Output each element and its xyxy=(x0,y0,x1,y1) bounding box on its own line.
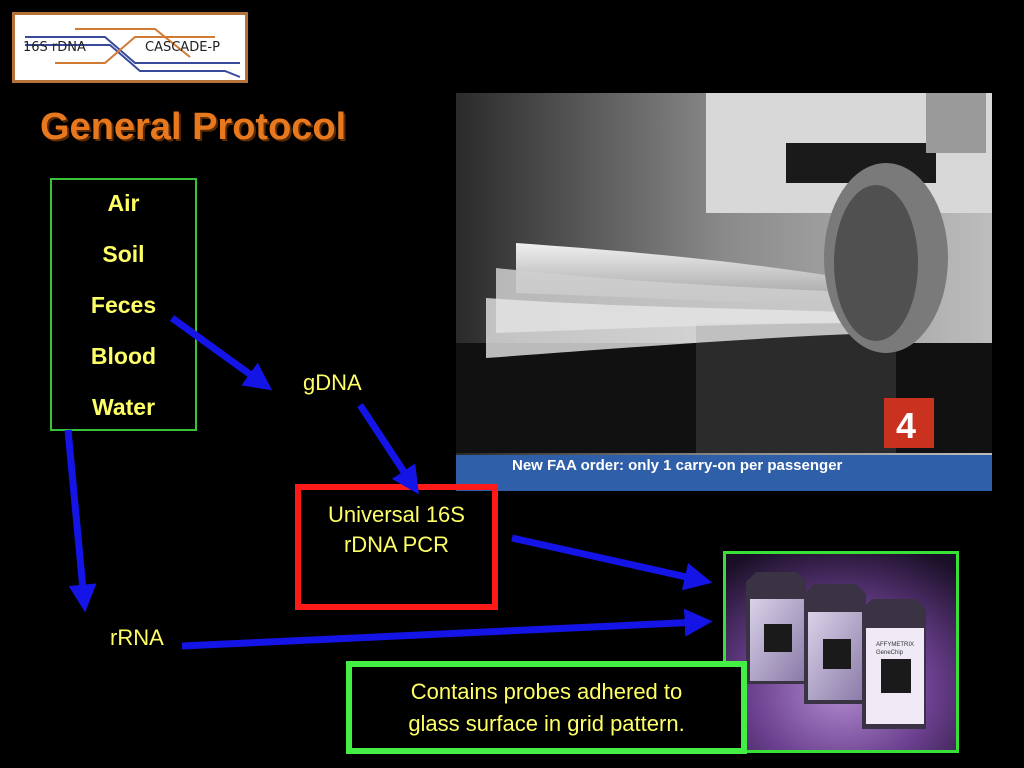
arrow-pcr-to-chip xyxy=(511,534,713,591)
source-blood: Blood xyxy=(90,343,157,369)
source-soil: Soil xyxy=(102,241,145,267)
genechip-image: AFFYMETRIX GeneChip xyxy=(723,551,959,753)
photo-illustration: 4 New FAA order: only 1 carry-on per pas… xyxy=(456,93,992,491)
pcr-text: Universal 16S rDNA PCR xyxy=(301,500,492,560)
logo-right-text: CASCADE-P xyxy=(145,40,220,55)
pcr-box: Universal 16S rDNA PCR xyxy=(295,484,498,610)
logo-left-text: 16S rDNA xyxy=(23,40,86,55)
probe-line-2: glass surface in grid pattern. xyxy=(408,711,685,736)
slide-title: General Protocol xyxy=(40,106,347,148)
source-water: Water xyxy=(91,394,156,420)
arrow-gdna-to-pcr xyxy=(357,403,419,495)
rrna-label: rRNA xyxy=(110,625,164,650)
arrow-rrna-to-chip xyxy=(181,608,713,650)
arrow-water-to-rrna xyxy=(64,429,97,613)
source-feces: Feces xyxy=(90,292,157,318)
gdna-label: gDNA xyxy=(303,370,362,395)
sample-sources-box: Air Soil Feces Blood Water xyxy=(50,178,197,431)
chip-brand: AFFYMETRIX xyxy=(876,642,914,648)
genechip-illustration: AFFYMETRIX GeneChip xyxy=(726,554,956,750)
pcr-line-2: rDNA PCR xyxy=(343,532,450,557)
channel-number: 4 xyxy=(896,405,916,446)
logo-graphic xyxy=(25,28,241,78)
logo: 16S rDNA CASCADE-P xyxy=(12,12,248,83)
news-photo: 4 New FAA order: only 1 carry-on per pas… xyxy=(456,93,992,491)
news-ticker: New FAA order: only 1 carry-on per passe… xyxy=(512,457,843,474)
chip-sub: GeneChip xyxy=(876,650,904,656)
probe-description-box: Contains probes adhered to glass surface… xyxy=(346,661,747,754)
pcr-line-1: Universal 16S xyxy=(328,502,465,527)
source-air: Air xyxy=(107,190,140,216)
probe-line-1: Contains probes adhered to xyxy=(410,679,683,704)
probe-text: Contains probes adhered to glass surface… xyxy=(352,676,741,740)
